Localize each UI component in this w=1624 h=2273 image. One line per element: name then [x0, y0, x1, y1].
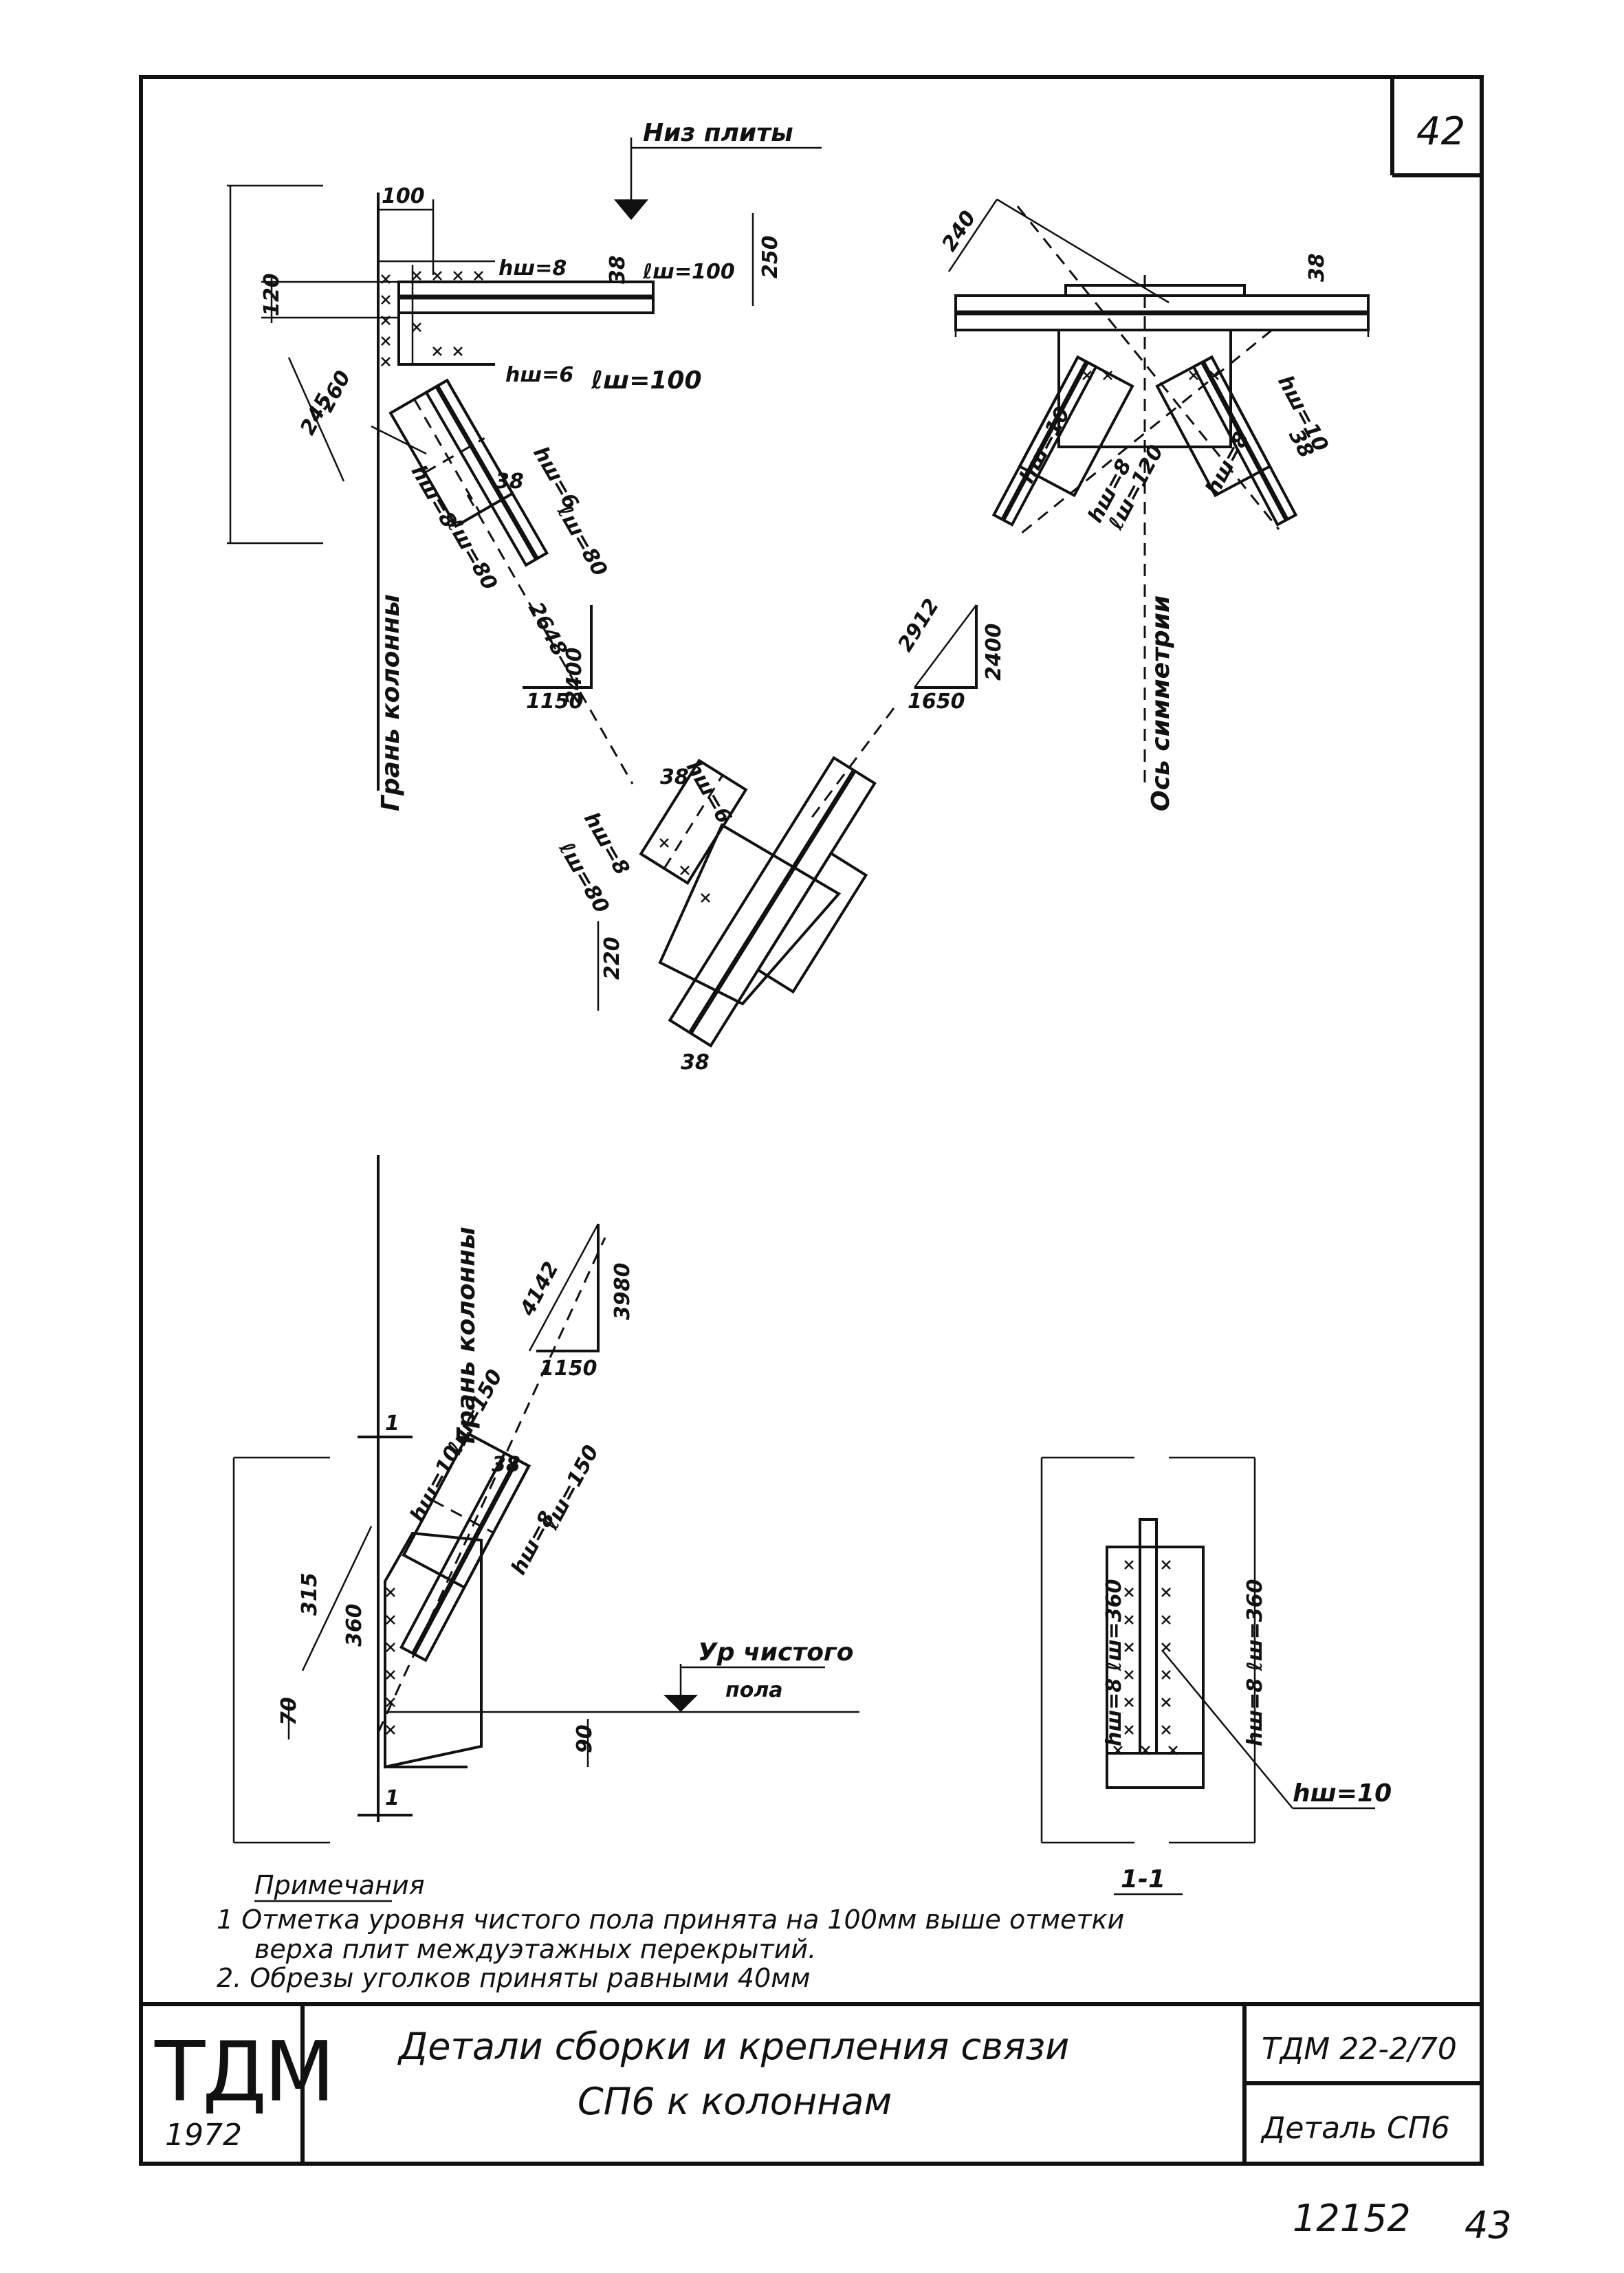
- weld-lw80-b: ℓш=80: [552, 501, 612, 580]
- dim-90: 90: [573, 1724, 597, 1753]
- label-slab-bottom: Низ плиты: [643, 119, 793, 147]
- sheet-number: 42: [1416, 109, 1465, 154]
- section-weld-right: hш=8 ℓш=360: [1243, 1579, 1267, 1746]
- weld-lw80-a: ℓш=80: [442, 514, 502, 594]
- weld-lw100-bottom: ℓш=100: [591, 366, 702, 395]
- slope-4142: 4142: [515, 1258, 564, 1320]
- label-axis-symmetry: Ось симметрии: [1147, 595, 1175, 811]
- drawing-title-line-1: Детали сборки и крепления связи: [397, 2025, 1069, 2068]
- label-floor-level-2: пола: [725, 1678, 783, 1702]
- weld-hw8-top: hш=8: [498, 256, 567, 281]
- slope-2912: 2912: [893, 595, 944, 656]
- view-top-left: Низ плиты 100 120 250 38 hш=8 ℓш=100 hш=…: [227, 119, 822, 811]
- weld-hw6-mid: hш=6: [681, 757, 736, 828]
- slope-3980: 3980: [611, 1263, 635, 1321]
- title-year: 1972: [165, 2118, 242, 2153]
- slope-1150-left: 1150: [526, 690, 584, 714]
- dim-38-mid-bottom: 38: [681, 1051, 710, 1075]
- dim-38-topright: 38: [1305, 253, 1329, 282]
- weld-hw6-top: hш=6: [505, 363, 573, 387]
- label-floor-level: Ур чистого: [698, 1638, 853, 1667]
- title-block: ТДМ 1972 Детали сборки и крепления связи…: [141, 2002, 1482, 2164]
- footer-page-mark: 43: [1464, 2204, 1512, 2247]
- view-top-right: 240 38 Ось симметрии hш=10 hш=8 ℓш=120 h…: [810, 198, 1370, 819]
- dim-220: 220: [600, 936, 624, 980]
- weld-lw150-b: ℓш=150: [539, 1441, 604, 1534]
- org-logo: ТДМ: [154, 2025, 333, 2120]
- dim-38-mid-top: 38: [660, 765, 689, 789]
- section-weld-left: hш=8 ℓш=360: [1102, 1579, 1126, 1746]
- sheet-frame: [139, 75, 1484, 2166]
- slab-bottom-arrow: [614, 199, 648, 220]
- note-line-1: 1 Отметка уровня чистого пола принята на…: [217, 1904, 1124, 1935]
- dim-38-top: 38: [606, 255, 630, 284]
- slope-2648: 2648: [523, 598, 571, 660]
- weld-hw6-b: hш=6: [528, 443, 583, 514]
- dim-100: 100: [382, 184, 425, 208]
- dim-38-angle: 38: [495, 470, 524, 494]
- dim-240: 240: [937, 206, 980, 256]
- label-column-face-top: Грань колонны: [377, 594, 405, 811]
- note-line-3: 2. Обрезы уголков приняты равными 40мм: [217, 1963, 811, 1993]
- note-line-2: верха плит междуэтажных перекрытий.: [254, 1934, 816, 1964]
- weld-lw100-top: ℓш=100: [642, 260, 735, 284]
- dim-315: 315: [298, 1572, 322, 1616]
- section-title: 1-1: [1121, 1865, 1165, 1893]
- sheet-number-box: 42: [1390, 77, 1482, 177]
- section-mark-top: 1: [385, 1412, 399, 1436]
- floor-level-marker: [663, 1695, 698, 1712]
- notes-heading: Примечания: [254, 1870, 425, 1900]
- doc-code: ТДМ 22-2/70: [1262, 2032, 1457, 2067]
- slope-1650: 1650: [908, 690, 965, 714]
- view-middle: 220 38 38 hш=8 hш=6 ℓш=80: [553, 756, 877, 1075]
- notes: Примечания 1 Отметка уровня чистого пола…: [217, 1870, 1124, 1993]
- section-mark-bottom: 1: [385, 1786, 399, 1810]
- dim-250: 250: [758, 235, 782, 278]
- section-weld-bottom: hш=10: [1293, 1779, 1392, 1808]
- dim-120: 120: [260, 273, 284, 316]
- weld-hw10-a: hш=10: [1015, 403, 1075, 487]
- dim-70: 70: [277, 1697, 301, 1726]
- dim-38-bottom: 38: [492, 1453, 520, 1477]
- dim-360: 360: [342, 1603, 366, 1647]
- view-bottom-left: Грань колонны 1 1 315 360 70 90 38 hш=10…: [232, 1155, 859, 1844]
- footer-code: 12152: [1293, 2197, 1411, 2240]
- view-section-1-1: hш=8 ℓш=360 hш=8 ℓш=360 hш=10 1-1: [1040, 1456, 1392, 1896]
- label-column-face-bottom: Грань колонны: [452, 1227, 481, 1444]
- drawing-title-line-2: СП6 к колоннам: [578, 2080, 892, 2123]
- detail-name: Деталь СП6: [1260, 2111, 1450, 2146]
- slope-1150-bottom: 1150: [540, 1357, 597, 1381]
- slope-2400-right: 2400: [982, 624, 1006, 681]
